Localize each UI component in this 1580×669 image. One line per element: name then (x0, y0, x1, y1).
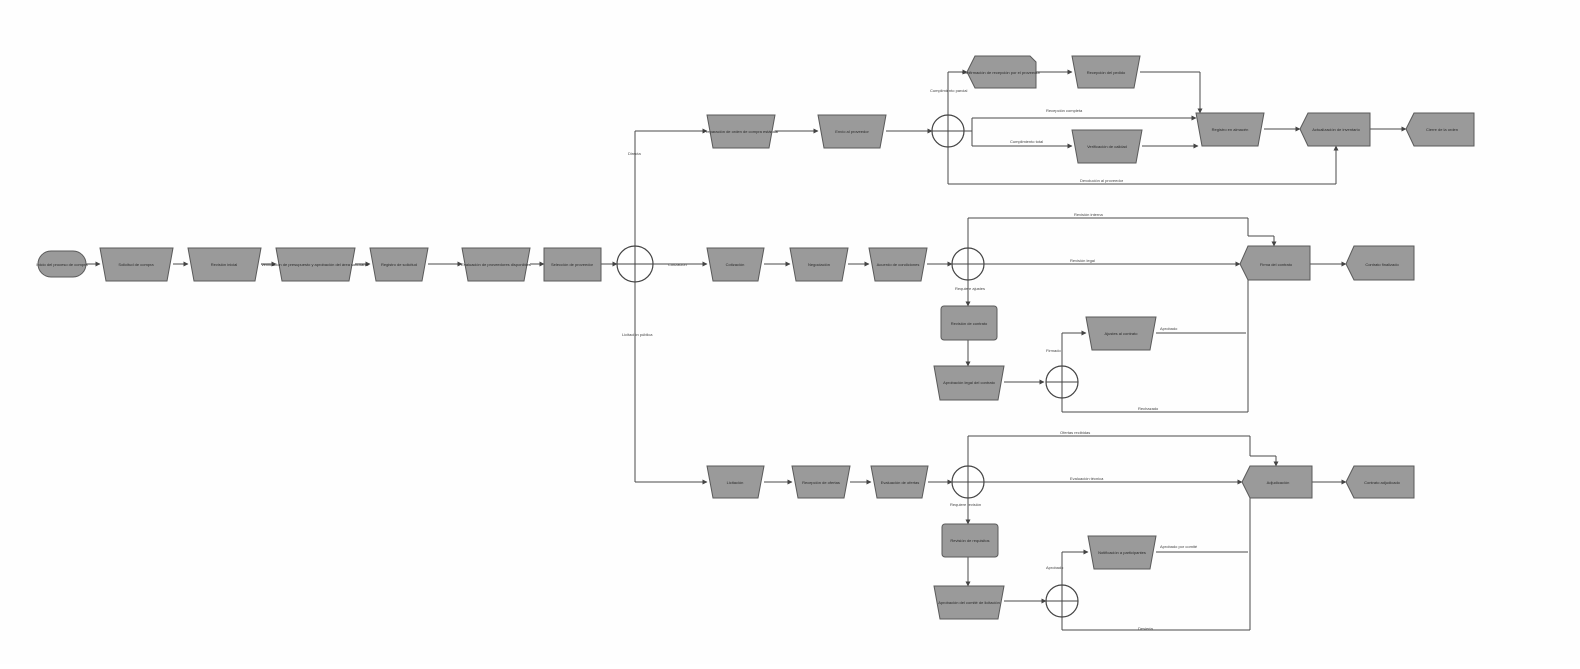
node-register-request[interactable]: Registro de solicitud (369, 247, 429, 282)
edge-label-return: Devolución al proveedor (1080, 178, 1124, 183)
node-review-requirements-label: Revisión de requisitos (950, 538, 989, 543)
node-receive-offers-label: Recepción de ofertas (802, 480, 840, 485)
start-node[interactable]: Inicio del proceso de compra (36, 250, 88, 278)
node-confirm-receipt[interactable]: Confirmación de recepción por el proveed… (962, 55, 1041, 89)
node-quotation-label: Cotización (726, 262, 745, 267)
node-legal-approval-label: Aprobación legal del contrato (943, 380, 996, 385)
edge-label-needs-review: Requiere revisión (950, 502, 981, 507)
node-send-supplier[interactable]: Envío al proveedor (817, 114, 887, 149)
edge-label-internal-review: Revisión interna (1074, 212, 1103, 217)
node-sign-contract[interactable]: Firma del contrato (1239, 245, 1311, 281)
edge-label-direct: Directa (628, 151, 641, 156)
node-budget-check[interactable]: Verificación de presupuesto y aprobación… (261, 247, 370, 282)
node-contract-review-label: Revisión de contrato (951, 321, 988, 326)
node-purchase-request[interactable]: Solicitud de compra (99, 247, 174, 282)
edge-label-quote: Cotización (668, 262, 687, 267)
node-eval-suppliers[interactable]: Evaluación de proveedores disponibles (461, 247, 531, 282)
node-receive-order[interactable]: Recepción del pedido (1071, 55, 1141, 89)
node-budget-check-label: Verificación de presupuesto y aprobación… (261, 262, 369, 267)
edge-labels: Directa Cotización Licitación pública Cu… (622, 88, 1198, 631)
node-register-request-label: Registro de solicitud (381, 262, 417, 267)
node-agree-terms[interactable]: Acuerdo de condiciones (868, 247, 928, 282)
node-quality-check[interactable]: Verificación de calidad (1071, 129, 1143, 164)
node-award-label: Adjudicación (1267, 480, 1290, 485)
node-contract-adjust-label: Ajustes al contrato (1105, 331, 1139, 336)
node-update-inventory[interactable]: Actualización de inventario (1299, 112, 1371, 147)
node-update-inventory-label: Actualización de inventario (1312, 127, 1360, 132)
edge-label-complete: Recepción completa (1046, 108, 1083, 113)
main-gateway (616, 245, 654, 283)
node-close-order[interactable]: Cierre de la orden (1405, 112, 1475, 147)
edge-label-deserted: Desierta (1138, 626, 1154, 631)
node-evaluate-offers[interactable]: Evaluación de ofertas (870, 465, 929, 499)
node-negotiation[interactable]: Negociación (789, 247, 849, 282)
top-gateway (931, 114, 965, 148)
mid-gateway (951, 247, 985, 281)
node-prepare-po[interactable]: Preparación de orden de compra estándar (703, 114, 779, 149)
node-select-supplier[interactable]: Selección de proveedor (543, 247, 602, 282)
node-contract-review[interactable]: Revisión de contrato (940, 305, 998, 341)
node-quotation[interactable]: Cotización (706, 247, 765, 282)
node-notify-participants[interactable]: Notificación a participantes (1087, 535, 1157, 570)
node-receive-offers[interactable]: Recepción de ofertas (791, 465, 851, 499)
node-negotiation-label: Negociación (808, 262, 830, 267)
node-contract-adjust[interactable]: Ajustes al contrato (1085, 316, 1157, 351)
node-committee-approval[interactable]: Aprobación del comité de licitación (933, 585, 1005, 620)
node-prepare-po-label: Preparación de orden de compra estándar (703, 129, 779, 134)
node-review-requirements[interactable]: Revisión de requisitos (941, 523, 999, 558)
node-initial-review-label: Revisión inicial (211, 262, 238, 267)
node-tender[interactable]: Licitación (706, 465, 765, 499)
node-send-supplier-label: Envío al proveedor (835, 129, 869, 134)
node-sign-contract-label: Firma del contrato (1260, 262, 1293, 267)
node-committee-approval-label: Aprobación del comité de licitación (938, 600, 1000, 605)
node-initial-review[interactable]: Revisión inicial (187, 247, 262, 282)
node-select-supplier-label: Selección de proveedor (551, 262, 594, 267)
nodes: Inicio del proceso de compra Solicitud d… (36, 55, 1475, 620)
edge-label-rejected: Rechazado (1138, 406, 1159, 411)
node-notify-participants-label: Notificación a participantes (1098, 550, 1146, 555)
node-confirm-receipt-label: Confirmación de recepción por el proveed… (962, 70, 1040, 75)
edge-label-tender: Licitación pública (622, 332, 653, 337)
node-quality-check-label: Verificación de calidad (1087, 144, 1127, 149)
edge-label-total: Cumplimiento total (1010, 139, 1043, 144)
edge-label-approved: Aprobado (1160, 326, 1178, 331)
flow-lines (86, 69, 1407, 631)
bottom-gateway (951, 465, 985, 499)
node-contract-final[interactable]: Contrato finalizado (1345, 245, 1415, 281)
node-contract-awarded-label: Contrato adjudicado (1364, 480, 1401, 485)
edge-label-committee-approved: Aprobado por comité (1160, 544, 1198, 549)
mid-sub-gateway (1045, 365, 1079, 399)
edge-label-needs-adjust: Requiere ajustes (955, 286, 985, 291)
edge-label-tech-eval: Evaluación técnica (1070, 476, 1104, 481)
edge-label-legal-review: Revisión legal (1070, 258, 1095, 263)
node-warehouse-register[interactable]: Registro en almacén (1195, 112, 1265, 147)
start-node-label: Inicio del proceso de compra (36, 262, 88, 267)
bottom-sub-gateway (1045, 584, 1079, 618)
node-tender-label: Licitación (727, 480, 744, 485)
gateways (616, 114, 1079, 618)
node-eval-suppliers-label: Evaluación de proveedores disponibles (461, 262, 531, 267)
node-legal-approval[interactable]: Aprobación legal del contrato (933, 365, 1005, 401)
node-contract-final-label: Contrato finalizado (1365, 262, 1399, 267)
node-evaluate-offers-label: Evaluación de ofertas (881, 480, 919, 485)
edge-label-offers-received: Ofertas recibidas (1060, 430, 1090, 435)
node-contract-awarded[interactable]: Contrato adjudicado (1345, 465, 1415, 499)
node-award[interactable]: Adjudicación (1241, 465, 1313, 499)
node-close-order-label: Cierre de la orden (1426, 127, 1458, 132)
edge-label-signed: Firmado (1046, 348, 1061, 353)
node-agree-terms-label: Acuerdo de condiciones (877, 262, 920, 267)
edge-label-bottom-approved: Aprobado (1046, 565, 1064, 570)
edge-label-partial: Cumplimiento parcial (930, 88, 967, 93)
node-receive-order-label: Recepción del pedido (1087, 70, 1126, 75)
node-purchase-request-label: Solicitud de compra (118, 262, 154, 267)
node-warehouse-register-label: Registro en almacén (1212, 127, 1249, 132)
